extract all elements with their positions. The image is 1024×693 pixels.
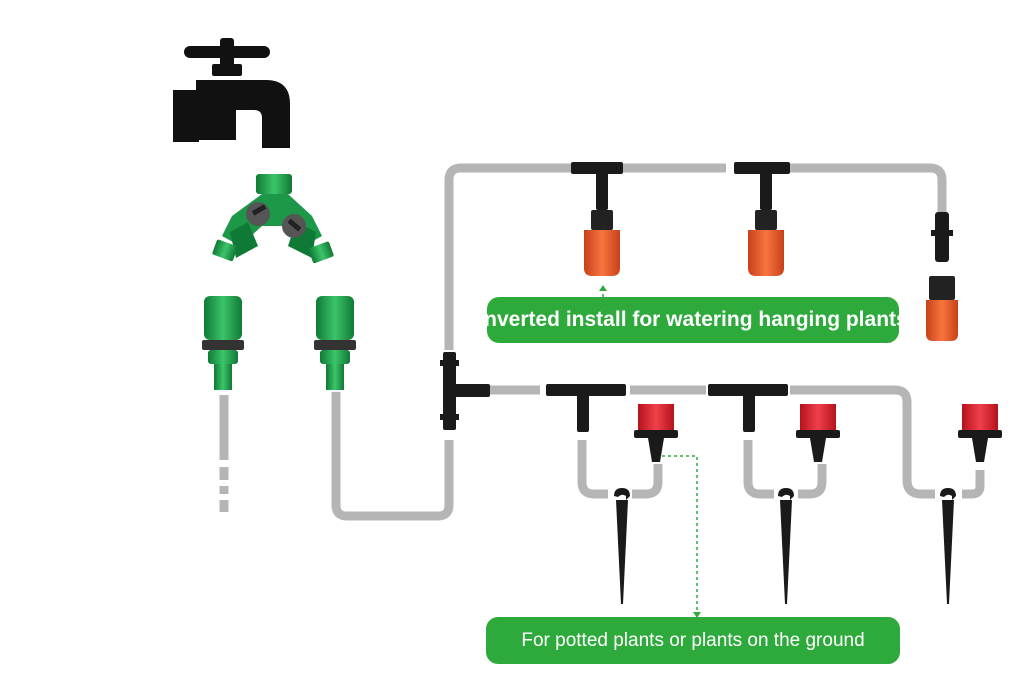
quick-connector-icon: [202, 296, 244, 390]
branch-pipe: [577, 440, 608, 499]
hanging-plants-label: Inverted install for watering hanging pl…: [478, 297, 908, 343]
upper-main-pipe: [444, 163, 575, 350]
faucet-icon: [173, 38, 290, 148]
leader-arrow-bottom: [693, 612, 701, 618]
tee-connector-icon: [440, 352, 490, 430]
straight-connector-icon: [931, 212, 953, 262]
flag-dripper-icon: [958, 404, 1002, 462]
ground-plants-label: For potted plants or plants on the groun…: [486, 617, 900, 664]
adjustable-dripper-icon: [926, 276, 958, 341]
stake-icon: [614, 488, 630, 604]
tee-connector-icon: [734, 162, 790, 210]
flag-dripper-icon: [634, 404, 678, 462]
supply-pipe: [331, 392, 454, 521]
tee-connector-icon: [708, 384, 788, 432]
leader-arrow-top: [599, 285, 607, 291]
y-splitter-icon: [212, 174, 334, 264]
lower-pipe-end: [790, 385, 935, 499]
tee-connector-icon: [546, 384, 626, 432]
branch-pipe: [632, 464, 663, 499]
upper-pipe-end: [785, 163, 947, 212]
branch-pipe: [798, 464, 827, 499]
leader-lines: [599, 285, 701, 618]
tee-connector-icon: [571, 162, 623, 210]
pipes: [219, 163, 985, 521]
lower-pipe-end-riser: [962, 470, 985, 499]
leader-line-bottom: [662, 455, 698, 612]
adjustable-dripper-icon: [584, 210, 620, 276]
stake-icon: [940, 488, 956, 604]
adjustable-dripper-icon: [748, 210, 784, 276]
stake-icon: [778, 488, 794, 604]
branch-pipe: [743, 440, 774, 499]
quick-connector-icon: [314, 296, 356, 390]
flag-dripper-icon: [796, 404, 840, 462]
